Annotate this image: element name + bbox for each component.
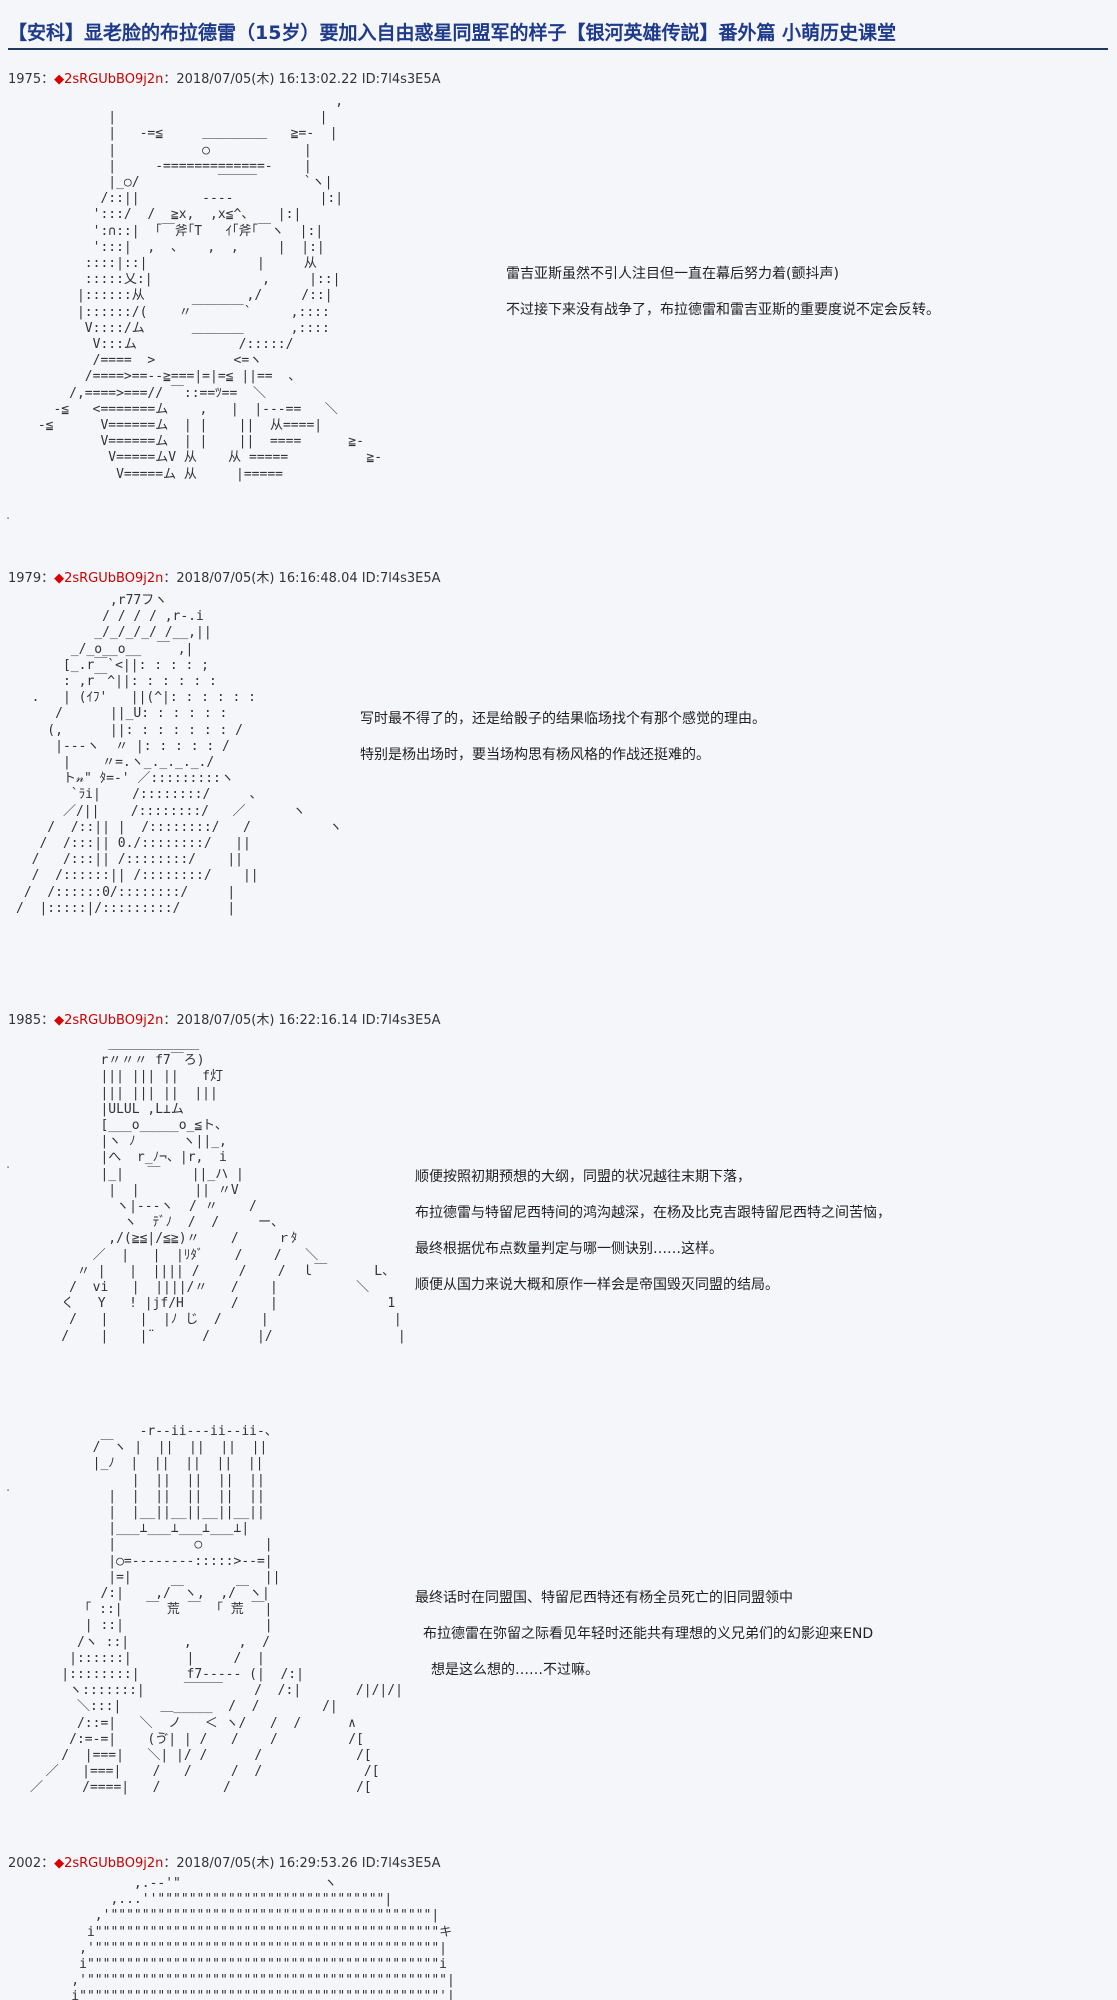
post-meta: ：2018/07/05(木) 16:22:16.14 ID:7l4s3E5A	[163, 1013, 441, 1028]
dialog-line: 不过接下来没有战争了，布拉德雷和雷吉亚斯的重要度说不定会反转。	[506, 302, 940, 318]
dialog-line: 最终根据优布点数量判定与哪一侧诀别……这样。	[415, 1241, 723, 1257]
trip-diamond-icon: ◆	[54, 72, 65, 87]
page-title: 【安科】显老脸的布拉德雷（15岁）要加入自由惑星同盟军的样子【银河英雄传説】番外…	[8, 22, 897, 44]
post-number: 2002	[8, 1856, 42, 1871]
poster-tripcode[interactable]: 2sRGUbBO9j2n	[64, 1013, 164, 1028]
poster-tripcode[interactable]: 2sRGUbBO9j2n	[64, 72, 164, 87]
post-number: 1975	[8, 72, 42, 87]
dialog-line: 顺便按照初期预想的大纲，同盟的状况越往末期下落，	[415, 1169, 751, 1185]
dialog-block: 写时最不得了的，还是给骰子的结果临场找个有那个感觉的理由。 特别是杨出场时，要当…	[360, 709, 766, 781]
post-header: 2002：◆2sRGUbBO9j2n：2018/07/05(木) 16:29:5…	[8, 1856, 441, 1871]
poster-tripcode[interactable]: 2sRGUbBO9j2n	[64, 1856, 164, 1871]
dialog-line: 写时最不得了的，还是给骰子的结果临场找个有那个感觉的理由。	[360, 711, 766, 727]
dialog-line: 特别是杨出场时，要当场构思有杨风格的作战还挺难的。	[360, 747, 710, 763]
dialog-line: 最终话时在同盟国、特留尼西特还有杨全员死亡的旧同盟领中	[415, 1590, 793, 1606]
dialog-line: 布拉德雷在弥留之际看见年轻时还能共有理想的义兄弟们的幻影迎来END	[423, 1626, 874, 1642]
title-divider	[8, 48, 1108, 50]
post-meta: ：2018/07/05(木) 16:29:53.26 ID:7l4s3E5A	[163, 1856, 441, 1871]
dialog-line: 布拉德雷与特留尼西特间的鸿沟越深，在杨及比克吉跟特留尼西特之间苦恼，	[415, 1205, 891, 1221]
dialog-line: 雷吉亚斯虽然不引人注目但一直在幕后努力着(颤抖声)	[506, 266, 839, 282]
dialog-block: 雷吉亚斯虽然不引人注目但一直在幕后努力着(颤抖声) 不过接下来没有战争了，布拉德…	[506, 264, 940, 336]
dialog-line: 顺便从国力来说大概和原作一样会是帝国毁灭同盟的结局。	[415, 1277, 779, 1293]
trip-diamond-icon: ◆	[54, 1856, 65, 1871]
trip-diamond-icon: ◆	[54, 571, 65, 586]
dialog-line: 想是这么想的……不过嘛。	[431, 1662, 599, 1678]
ascii-art-character: ,.-‐'"￣￣￣￣￣￣￣￣￣￣￣ヽ ,...''"""""""""""""""…	[71, 1876, 455, 2000]
post-number: 1979	[8, 571, 42, 586]
separator-dot: .	[6, 508, 11, 523]
separator-dot: .	[6, 1480, 11, 1495]
trip-diamond-icon: ◆	[54, 1013, 65, 1028]
post-header: 1985：◆2sRGUbBO9j2n：2018/07/05(木) 16:22:1…	[8, 1013, 441, 1028]
post-meta: ：2018/07/05(木) 16:13:02.22 ID:7l4s3E5A	[163, 72, 441, 87]
separator-dot: .	[6, 1157, 11, 1172]
ascii-art-character: ＿＿＿＿＿＿＿ r〃〃〃 f7￣ろ) ||| ||| || f灯 ||| |||…	[61, 1037, 406, 1344]
ascii-art-character: ,r77フヽ / / / / ,r-.i _/_/_/_/ /__,|| _/_…	[16, 593, 343, 916]
dialog-block: 最终话时在同盟国、特留尼西特还有杨全员死亡的旧同盟领中 布拉德雷在弥留之际看见年…	[415, 1588, 873, 1696]
post-number: 1985	[8, 1013, 42, 1028]
ascii-art-character: -r--ii---ii--ii-、 /￣ヽ | || || || || |_ﾉ …	[30, 1424, 403, 1796]
dialog-block: 顺便按照初期预想的大纲，同盟的状况越往末期下落， 布拉德雷与特留尼西特间的鸿沟越…	[415, 1167, 891, 1311]
post-header: 1975：◆2sRGUbBO9j2n：2018/07/05(木) 16:13:0…	[8, 72, 441, 87]
post-header: 1979：◆2sRGUbBO9j2n：2018/07/05(木) 16:16:4…	[8, 571, 441, 586]
poster-tripcode[interactable]: 2sRGUbBO9j2n	[64, 571, 164, 586]
post-meta: ：2018/07/05(木) 16:16:48.04 ID:7l4s3E5A	[163, 571, 441, 586]
ascii-art-character: , | | | -=≦ ＿＿＿＿＿ ≧=- | | ○ | | -=======…	[37, 94, 383, 482]
